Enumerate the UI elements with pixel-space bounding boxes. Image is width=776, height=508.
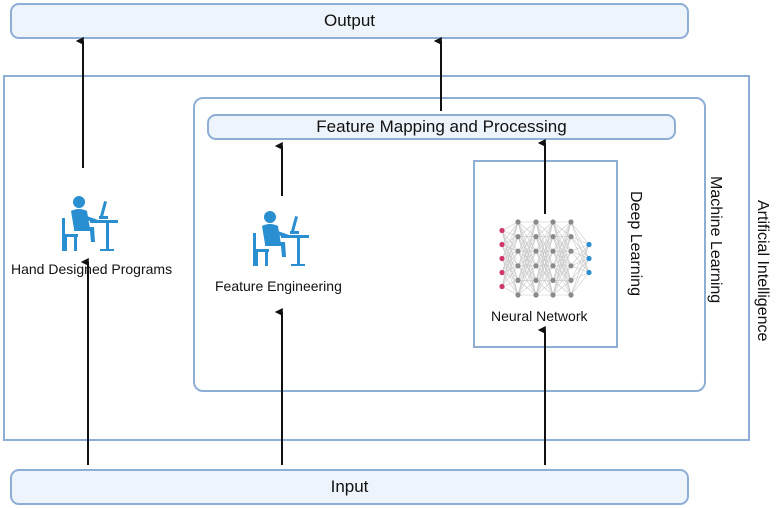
network-edge <box>570 244 590 252</box>
network-edge <box>552 221 572 266</box>
network-node <box>533 277 539 283</box>
network-edge <box>517 221 537 281</box>
network-edge <box>552 221 572 281</box>
network-edge <box>570 244 590 266</box>
network-edge <box>501 286 519 296</box>
network-edge <box>501 251 519 287</box>
network-edge <box>501 221 519 259</box>
network-edge <box>501 280 519 287</box>
neural-network-caption: Neural Network <box>491 308 588 324</box>
network-node <box>550 292 556 298</box>
output-node: Output <box>10 3 689 39</box>
arrows <box>75 37 546 465</box>
network-edge <box>552 251 572 296</box>
network-edge <box>552 236 572 296</box>
network-edge <box>517 265 537 296</box>
network-node <box>499 255 505 262</box>
network-edge <box>535 280 554 296</box>
network-edge <box>517 251 537 296</box>
network-edge <box>517 221 537 237</box>
network-edge <box>552 265 572 296</box>
network-edge <box>535 265 554 296</box>
network-edge <box>570 221 590 245</box>
network-edge <box>501 265 519 287</box>
network-node <box>499 269 505 276</box>
network-edge <box>517 221 537 296</box>
network-edge <box>535 221 554 296</box>
network-node <box>515 234 521 240</box>
network-node <box>550 248 556 254</box>
network-edge <box>552 221 572 237</box>
network-edge <box>501 236 519 287</box>
network-edge <box>535 221 554 281</box>
network-node <box>568 292 574 298</box>
network-node <box>533 292 539 298</box>
network-edge <box>552 221 572 296</box>
feature-engineering-caption: Feature Engineering <box>215 278 342 294</box>
artificial-intelligence-box <box>3 75 750 441</box>
network-node <box>499 283 505 290</box>
network-edge <box>517 221 537 252</box>
network-node <box>533 234 539 240</box>
network-node <box>515 263 521 269</box>
network-node <box>515 248 521 254</box>
neural-network-icon <box>499 219 592 298</box>
network-edge <box>535 221 554 237</box>
input-node: Input <box>10 469 689 505</box>
hand-designed-programs-caption: Hand Designed Programs <box>11 261 173 277</box>
network-edge <box>517 280 537 296</box>
network-edge <box>570 272 590 296</box>
input-label: Input <box>330 477 369 496</box>
network-node <box>515 277 521 283</box>
network-node <box>568 263 574 269</box>
output-label: Output <box>323 11 376 30</box>
network-node <box>533 263 539 269</box>
network-node <box>515 292 521 298</box>
network-node <box>550 277 556 283</box>
network-node <box>568 234 574 240</box>
network-edge <box>535 221 554 252</box>
network-node <box>550 234 556 240</box>
network-edge <box>570 236 590 245</box>
network-edge <box>501 221 519 273</box>
network-node <box>533 219 539 225</box>
network-node <box>499 227 505 234</box>
network-edge <box>552 280 572 296</box>
network-node <box>533 248 539 254</box>
machine-learning-box <box>193 97 706 392</box>
network-node <box>568 219 574 225</box>
network-node <box>586 269 592 276</box>
network-edge <box>570 244 590 281</box>
network-edge <box>535 221 554 266</box>
network-node <box>568 248 574 254</box>
network-node <box>550 263 556 269</box>
network-edge <box>501 221 519 287</box>
feature-mapping-node: Feature Mapping and Processing <box>207 114 676 140</box>
person-at-computer-icon <box>253 211 309 266</box>
feature-mapping-label: Feature Mapping and Processing <box>316 117 567 136</box>
network-node <box>499 241 505 248</box>
network-node <box>568 277 574 283</box>
network-edge <box>517 221 537 266</box>
network-edge <box>570 258 590 296</box>
network-edge <box>517 236 537 296</box>
network-node <box>586 241 592 248</box>
network-edge <box>535 236 554 296</box>
network-edge <box>552 221 572 252</box>
network-edge <box>535 251 554 296</box>
network-edge <box>501 221 519 245</box>
network-edge <box>501 221 519 231</box>
network-node <box>515 219 521 225</box>
person-at-computer-icon <box>62 196 118 251</box>
network-node <box>586 255 592 262</box>
network-edge <box>570 244 590 296</box>
network-node <box>550 219 556 225</box>
